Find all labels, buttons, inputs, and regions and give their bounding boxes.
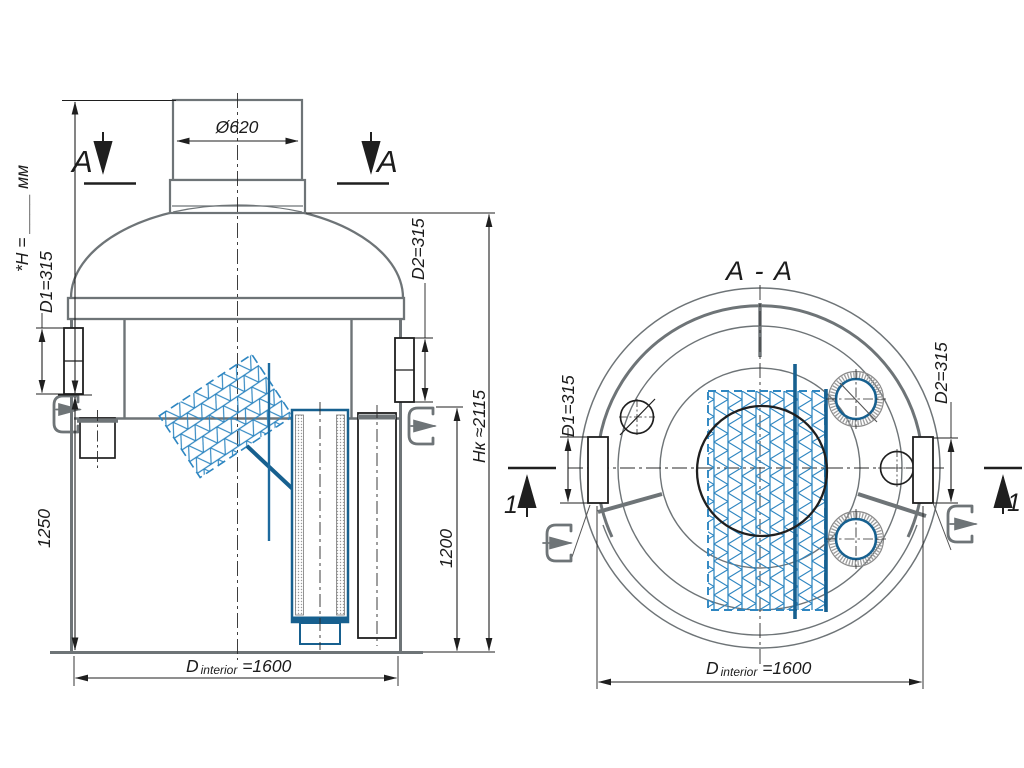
leader-lines (571, 502, 952, 558)
dim-interior-sub: interior (201, 663, 239, 677)
cut-1-label-right: 1 (1007, 489, 1021, 517)
shoulder-ring (66, 296, 406, 321)
cut-1-markers: 1 1 (504, 466, 1022, 519)
rotation-arrow-icon (946, 504, 974, 544)
dim-1200-label: 1200 (436, 529, 456, 568)
dim-hk-label: Нк ≈2115 (469, 390, 489, 463)
section-a-label-left: A (70, 144, 93, 179)
dim-interior-prefix: D (706, 658, 719, 678)
dim-interior-value: =1600 (757, 658, 811, 678)
mesh-support-plate (245, 444, 299, 524)
dim-neck-diameter: Ø620 (215, 117, 259, 137)
tank-dome (69, 203, 405, 299)
coalescing-mesh-inclined (158, 353, 294, 479)
outlet-drop-tube (357, 405, 397, 646)
dim-interior-sub: interior (721, 665, 759, 679)
vent-hole-right (878, 449, 916, 487)
dim-d2-label: D2=315 (408, 218, 428, 280)
vent-hole-left (619, 398, 656, 436)
dim-interior-value: =1600 (237, 656, 291, 676)
front-dimensions (36, 100, 495, 686)
coalescing-mesh-plan (707, 390, 826, 611)
rotation-arrow-icon (407, 406, 435, 446)
inlet-stub-plan (587, 436, 609, 504)
central-tube-circle (695, 404, 829, 538)
dim-1250-label: 1250 (34, 509, 54, 548)
rotation-arrow-icon (52, 394, 80, 434)
riser-pipe-top (826, 369, 886, 429)
dim-interior-prefix: D (186, 656, 199, 676)
deflector-plate-right (857, 492, 927, 518)
front-view: A A (12, 93, 495, 686)
section-a-label-right: A (375, 144, 398, 179)
outlet-stub-plan (912, 436, 934, 504)
section-title: A - A (724, 256, 794, 286)
cartridge-wall-left (295, 414, 304, 616)
section-dimensions (560, 402, 958, 689)
dim-d1-label: D1=315 (36, 251, 56, 313)
riser-pipe-bottom (826, 509, 886, 569)
cut-1-label-left: 1 (504, 491, 518, 519)
inlet-nozzle-box (77, 410, 118, 468)
cartridge-wall-right (336, 414, 345, 616)
section-view: A - A (504, 256, 1022, 689)
dim-height-note: *H = ____ мм (12, 165, 32, 272)
dim-d2-plan-label: D2=315 (931, 342, 951, 404)
filter-cartridge (290, 402, 350, 650)
deflector-plate-left (597, 492, 663, 514)
dim-d1-plan-label: D1=315 (558, 375, 578, 437)
